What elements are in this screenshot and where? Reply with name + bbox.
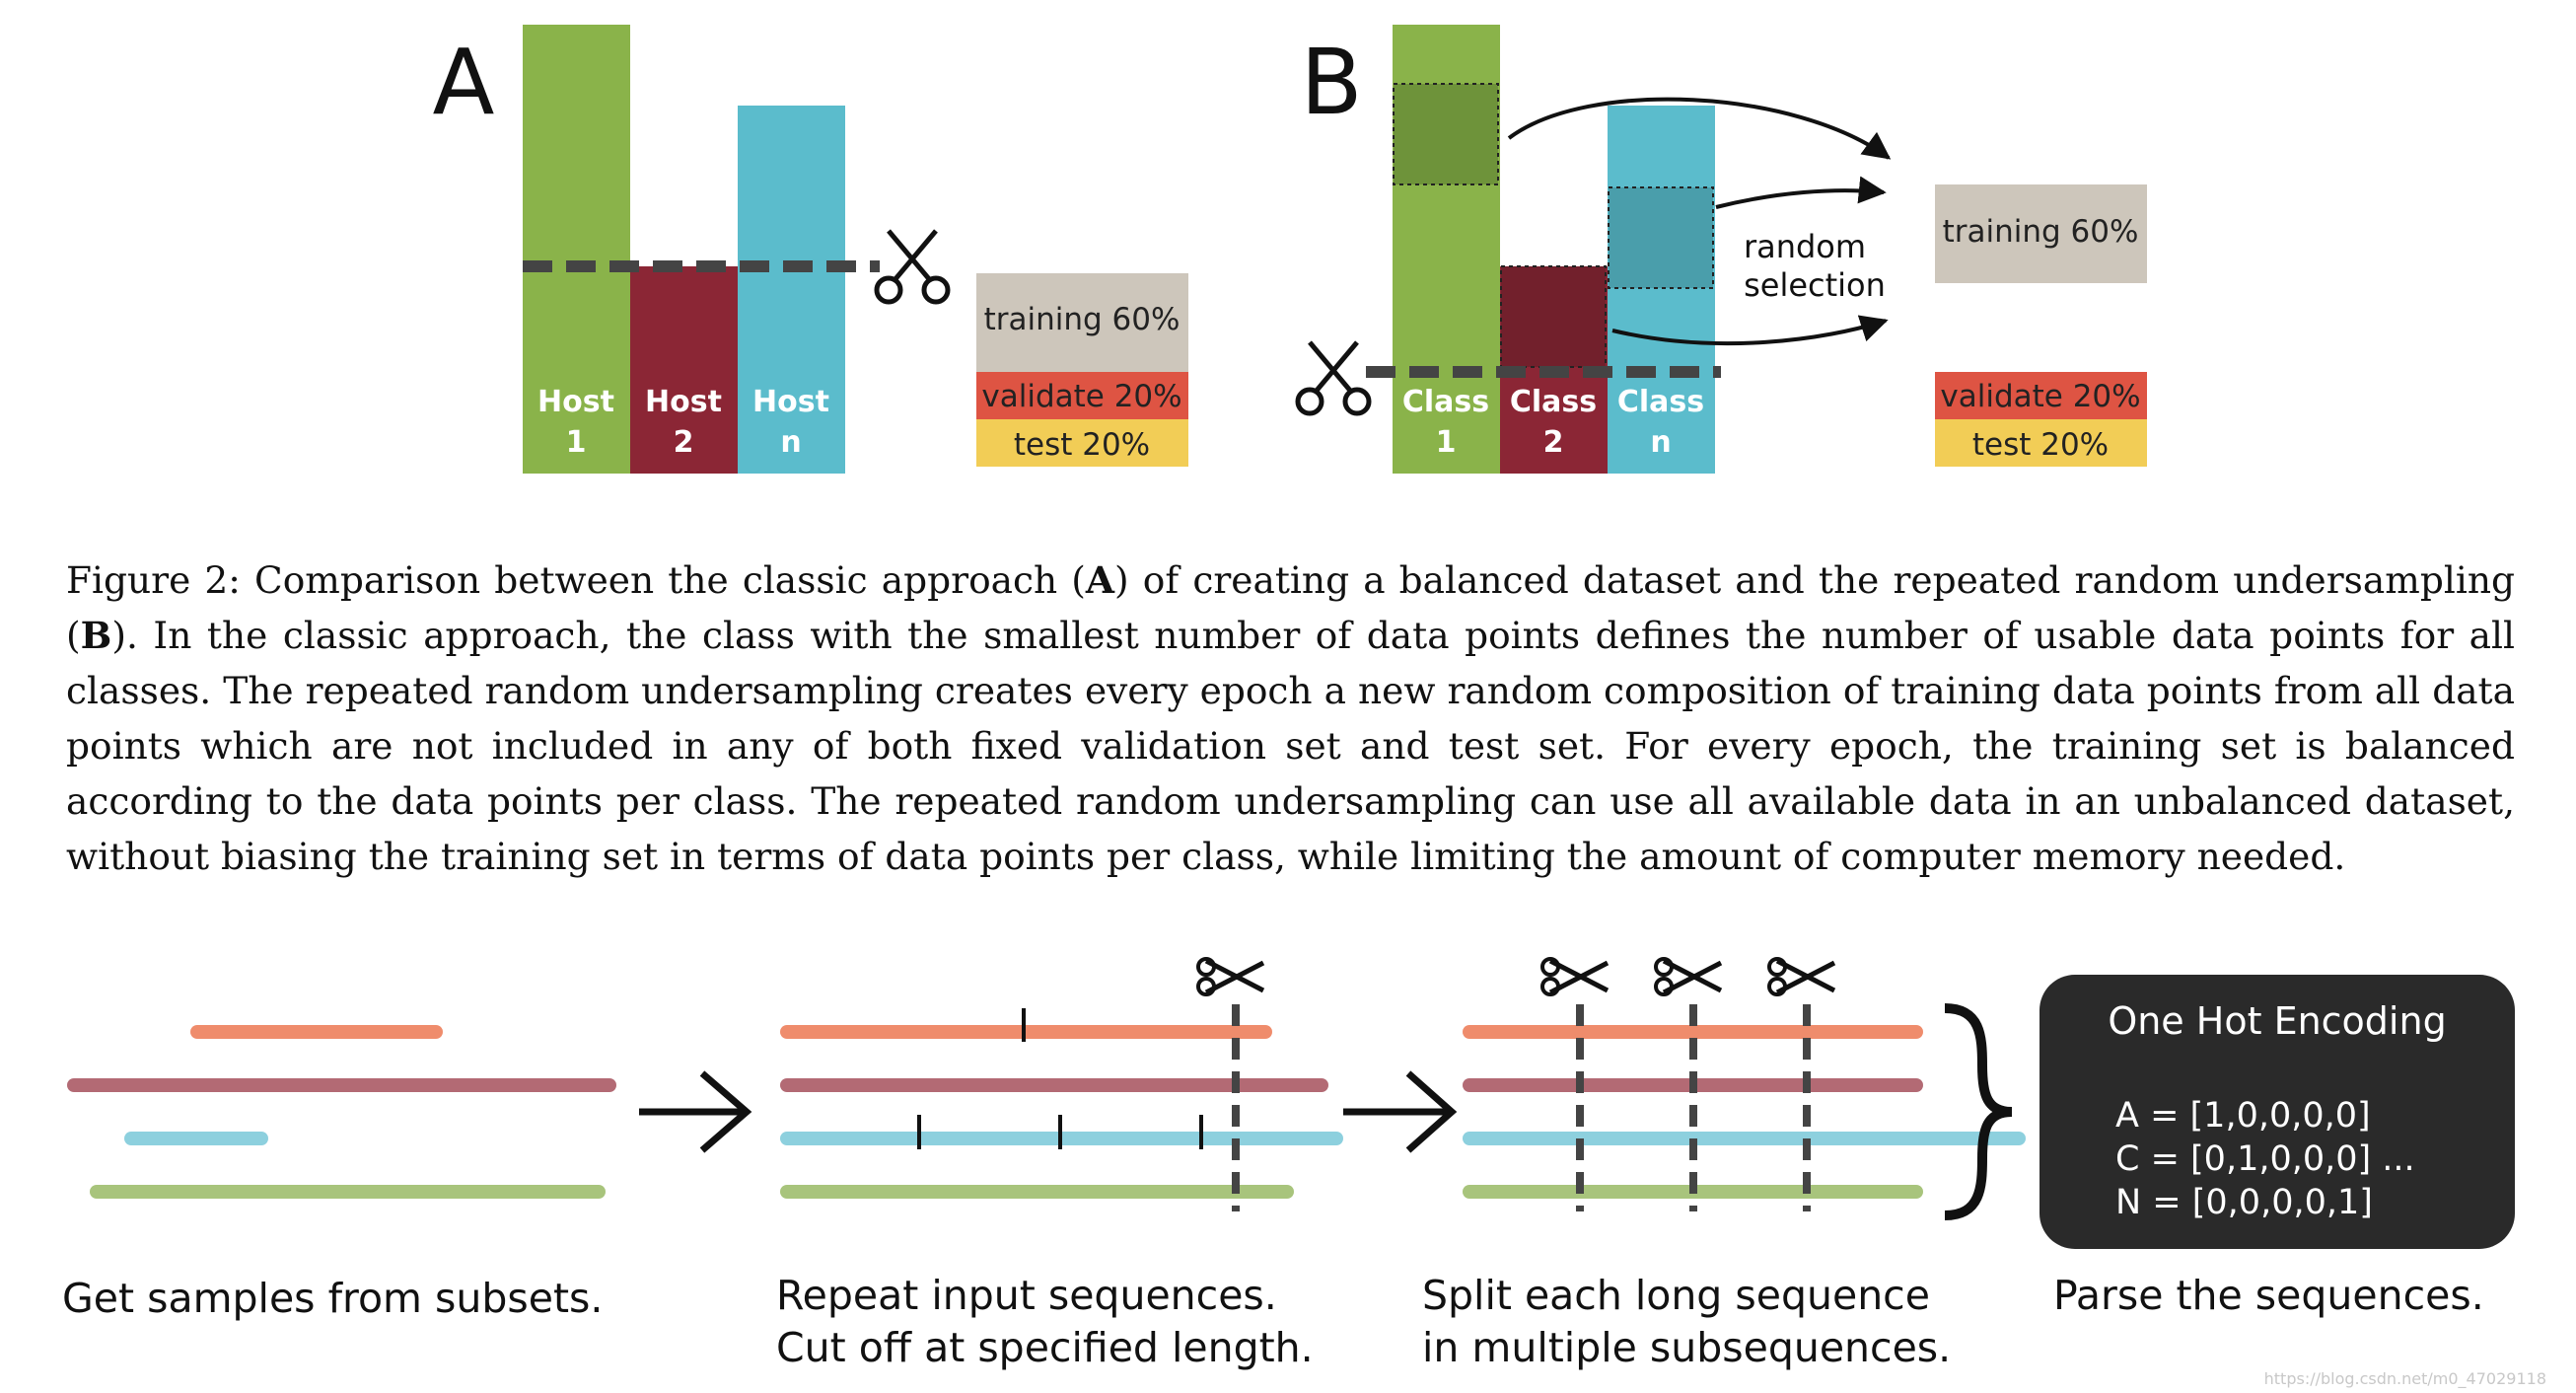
step-3-label-line1: Split each long sequence [1422,1272,1930,1319]
selection-arrow-class-2 [1611,315,1889,346]
random-selection-label-line1: random [1744,228,1866,265]
step-1-label: Get samples from subsets. [62,1275,603,1322]
scissors-icon [1767,957,1836,996]
ohe-line-n: N = [0,0,0,0,1] [2115,1183,2373,1222]
class-1-label-line2: 1 [1436,425,1457,460]
class-n-selection [1608,186,1714,289]
watermark: https://blog.csdn.net/m0_47029118 [2263,1369,2546,1388]
step-1-sequences [67,1025,616,1199]
host-n-label-line1: Host [752,385,829,419]
figure-caption: Figure 2: Comparison between the classic… [66,552,2515,884]
scissors-icon [1654,957,1723,996]
class-2-selection [1500,265,1607,368]
class-1-selection [1393,83,1499,185]
validate-label-b: validate 20% [1940,379,2140,414]
step-2-label-line2: Cut off at specified length. [776,1324,1314,1371]
selection-arrow-class-1 [1507,97,1892,160]
class-n-bar [1608,106,1715,474]
scissors-icon [1295,340,1372,416]
class-n-label-line2: n [1650,425,1671,460]
validate-block-b [1935,372,2147,419]
test-label-b: test 20% [1972,427,2109,463]
host-2-bar [630,266,738,474]
step-4-label: Parse the sequences. [2053,1272,2484,1319]
step-3-label-line2: in multiple subsequences. [1422,1324,1951,1371]
class-2-label-line2: 2 [1543,425,1564,460]
class-2-label-line1: Class [1510,385,1597,419]
step-2-sequences [780,957,1343,1211]
training-block-b [1935,184,2147,283]
training-block-a [976,273,1188,372]
training-label-b: training 60% [1943,214,2139,250]
caption-bold-b: B [80,614,112,657]
class-n-label-line1: Class [1617,385,1704,419]
host-2-label-line1: Host [645,385,722,419]
step-arrow-2 [1343,1070,1458,1153]
step-3-sequences [1463,957,2026,1220]
scissors-icon [874,229,951,305]
host-n-label-line2: n [780,425,801,460]
step-arrow-1 [639,1070,752,1153]
scissors-icon [1196,957,1265,996]
scissors-icon [1540,957,1610,996]
test-label-a: test 20% [1014,427,1150,463]
ohe-title: One Hot Encoding [2108,999,2446,1043]
test-block-b [1935,419,2147,467]
one-hot-encoding-box: One Hot Encoding A = [1,0,0,0,0] C = [0,… [2039,975,2515,1249]
panel-b-letter: B [1300,30,1362,135]
selection-arrow-class-n [1715,176,1887,209]
validate-label-a: validate 20% [981,379,1181,414]
training-label-a: training 60% [984,302,1181,337]
curly-brace-icon [1944,1003,2013,1220]
caption-rest: ). In the classic approach, the class wi… [66,614,2515,878]
host-2-label-line2: 2 [674,425,694,460]
caption-middle: ) of creating a balanced dataset and the… [66,558,2515,657]
host-1-bar [523,25,630,474]
test-block-a [976,419,1188,467]
host-1-label-line2: 1 [566,425,587,460]
ohe-background [2039,975,2515,1249]
ohe-line-a: A = [1,0,0,0,0] [2115,1096,2371,1136]
random-selection-label-line2: selection [1744,266,1886,304]
class-1-label-line1: Class [1402,385,1489,419]
host-1-label-line1: Host [537,385,614,419]
host-n-bar [738,106,845,474]
panel-b: B Class 1 Class 2 Class n random selecti… [1295,25,2147,474]
panel-a-letter: A [433,30,495,135]
step-2-label-line1: Repeat input sequences. [776,1272,1277,1319]
panel-a: A Host 1 Host 2 Host n training 60% vali… [433,25,1188,474]
ohe-line-c: C = [0,1,0,0,0] ... [2115,1139,2415,1179]
validate-block-a [976,372,1188,419]
pipeline: One Hot Encoding A = [1,0,0,0,0] C = [0,… [62,957,2515,1371]
caption-prefix: Figure 2: Comparison between the classic… [66,558,1086,602]
caption-bold-a: A [1085,558,1115,602]
